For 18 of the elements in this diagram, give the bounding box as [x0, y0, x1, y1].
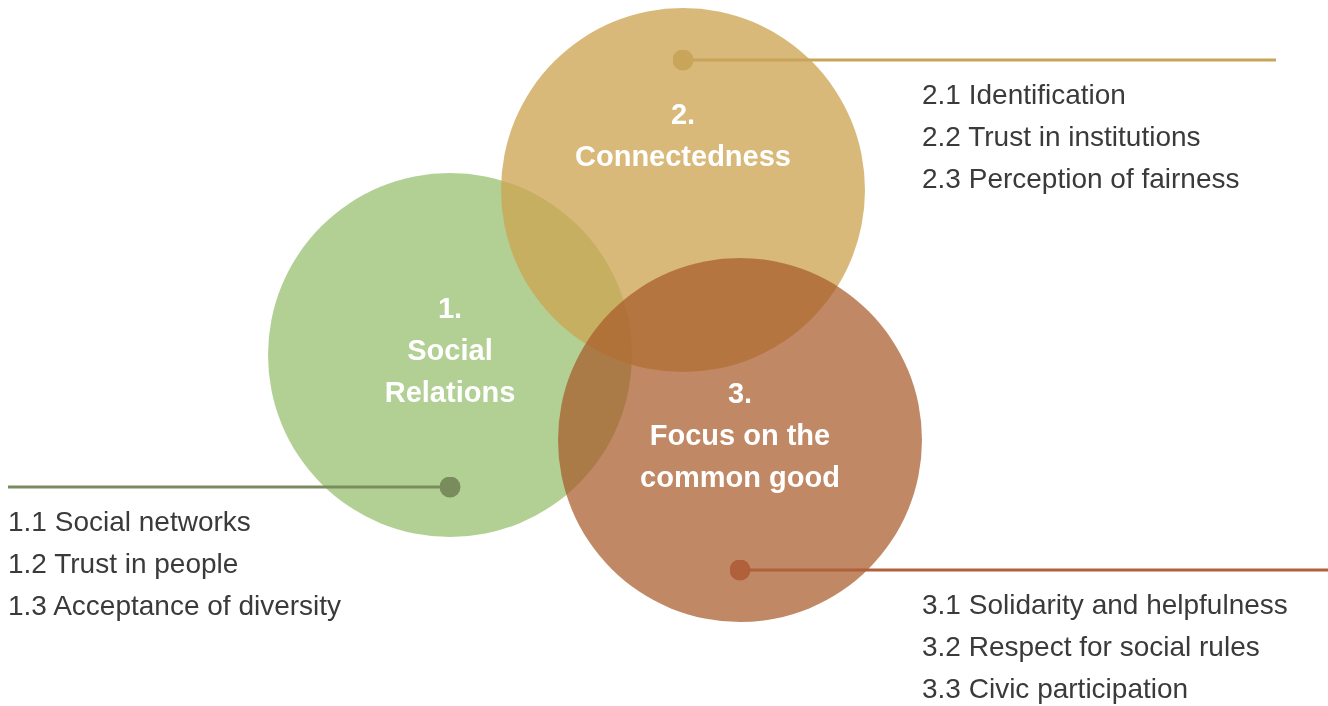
indicator-text: 2.2 Trust in institutions	[922, 120, 1202, 154]
circle-title: Focus on the common good	[639, 418, 841, 495]
indicator-text: 1.2 Trust in people	[8, 547, 240, 581]
circle-title: 2.	[669, 97, 697, 132]
circle-title: 3.	[726, 376, 754, 411]
circle-title: Connectedness	[574, 139, 792, 174]
indicator-text: 1.3 Acceptance of diversity	[8, 589, 343, 623]
indicator-text: 3.2 Respect for social rules	[922, 630, 1261, 664]
indicator-text: 2.3 Perception of fairness	[922, 162, 1241, 196]
indicator-text: 1.1 Social networks	[8, 505, 252, 539]
leader-line	[672, 49, 1276, 71]
leader-line	[729, 559, 1328, 581]
indicator-text: 3.3 Civic participation	[922, 672, 1190, 706]
indicator-text: 2.1 Identification	[922, 78, 1127, 112]
leader-line	[8, 476, 461, 498]
circle-title: 1.	[436, 291, 464, 326]
indicator-text: 3.1 Solidarity and helpfulness	[922, 588, 1289, 622]
circle-title: Social Relations	[383, 333, 517, 410]
